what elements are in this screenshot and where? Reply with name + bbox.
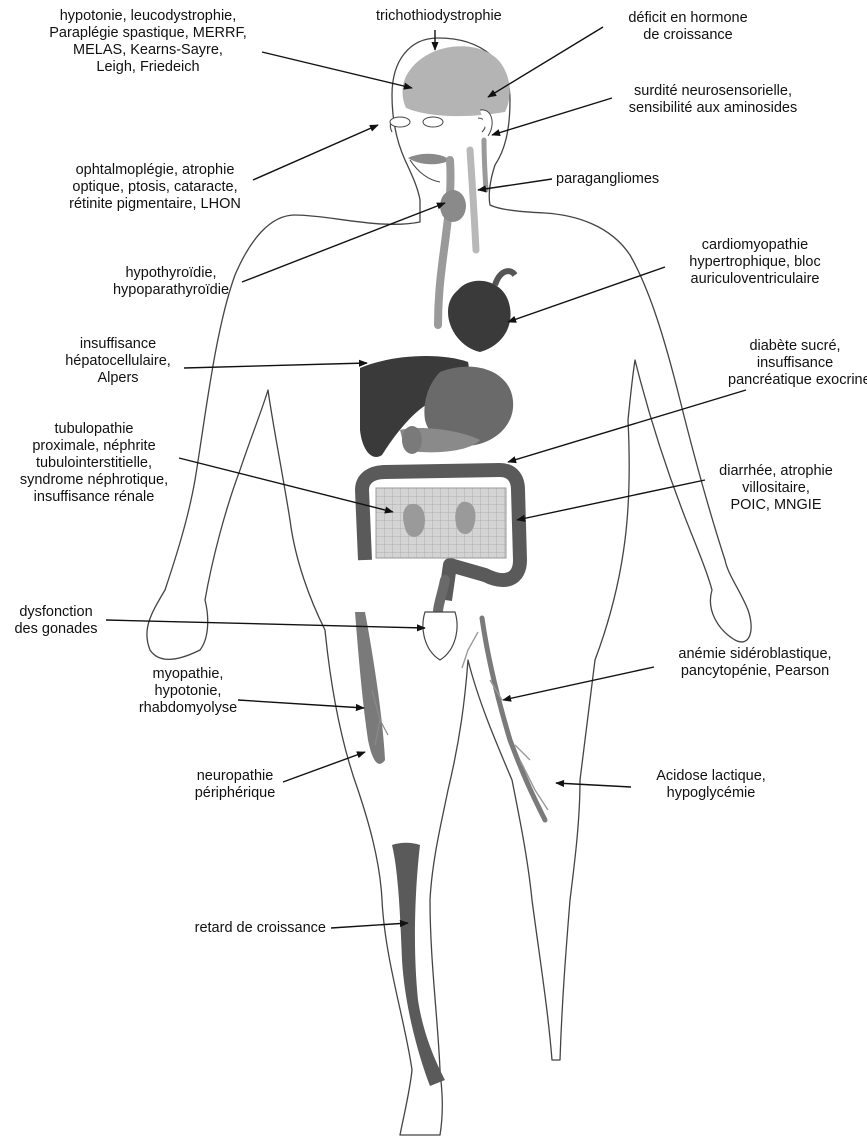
right-kidney (455, 502, 475, 534)
gallbladder (402, 426, 422, 454)
label-acidose: Acidose lactique, hypoglycémie (636, 768, 786, 802)
label-neuropathie: neuropathie périphérique (180, 768, 290, 802)
label-anemie: anémie sidéroblastique, pancytopénie, Pe… (655, 646, 855, 680)
label-paragangliomes: paragangliomes (556, 171, 686, 188)
label-growth-hormone-deficit: déficit en hormone de croissance (608, 10, 768, 44)
label-trichothiodystrophie: trichothiodystrophie (376, 8, 494, 25)
thyroid (440, 190, 466, 222)
label-myopathie: myopathie, hypotonie, rhabdomyolyse (128, 666, 248, 717)
label-ophthalmoplegia: ophtalmoplégie, atrophie optique, ptosis… (55, 162, 255, 213)
small-intestine (376, 488, 506, 558)
label-hepato: insuffisance hépatocellulaire, Alpers (56, 336, 180, 387)
left-eye (390, 117, 410, 127)
label-cardiomyopathie: cardiomyopathie hypertrophique, bloc aur… (670, 237, 840, 288)
label-brain-disorders: hypotonie, leucodystrophie, Paraplégie s… (28, 8, 268, 76)
label-hearing-loss: surdité neurosensorielle, sensibilité au… (614, 83, 812, 117)
label-hypothyroidie: hypothyroïdie, hypoparathyroïdie (96, 265, 246, 299)
label-gonades: dysfonction des gonades (6, 604, 106, 638)
inner-ear (484, 140, 486, 190)
label-diabete: diabète sucré, insuffisance pancréatique… (728, 338, 862, 389)
right-eye (423, 117, 443, 127)
label-retard-croissance: retard de croissance (150, 920, 326, 937)
label-diarrhee: diarrhée, atrophie villositaire, POIC, M… (706, 463, 846, 514)
label-tubulopathie: tubulopathie proximale, néphrite tubuloi… (14, 421, 174, 506)
